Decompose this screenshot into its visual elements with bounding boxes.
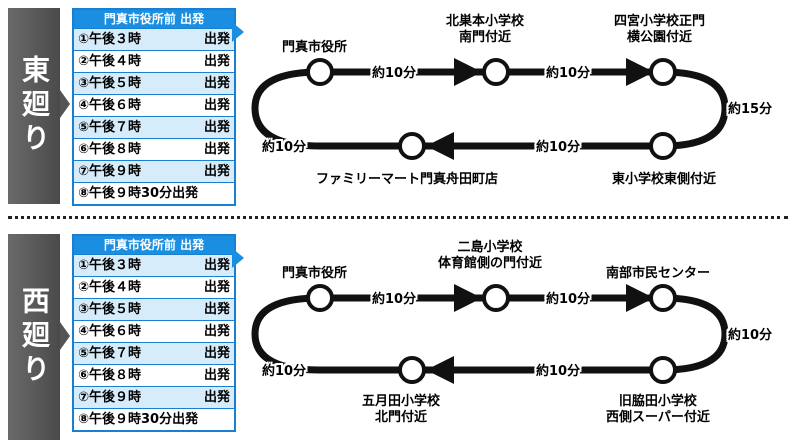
west-stop-5-dot xyxy=(398,356,426,384)
east-route-loop xyxy=(251,58,729,160)
departure-time: ③午後５時 xyxy=(78,76,142,91)
east-stop-4-dot xyxy=(649,132,677,160)
west-stop-2-dot xyxy=(482,284,510,312)
departure-suffix: 出発 xyxy=(203,142,230,157)
departure-time: ⑥午後８時 xyxy=(78,142,142,157)
west-tab-arrow xyxy=(60,322,70,350)
west-departure-row: ⑤午後７時 出発 xyxy=(74,342,234,364)
west-departure-row: ⑧午後９時30分出発 xyxy=(74,408,234,430)
east-stop-5-label: ファミリーマート門真舟田町店 xyxy=(316,172,499,187)
west-departure-row: ④午後６時 出発 xyxy=(74,320,234,342)
west-route-tab: 西廻り xyxy=(8,234,60,440)
west-departure-row: ②午後４時 出発 xyxy=(74,276,234,298)
east-schedule-pointer xyxy=(232,22,244,42)
east-departure-row: ⑦午後９時 出発 xyxy=(74,160,234,182)
departure-suffix: 出発 xyxy=(203,302,230,317)
departure-suffix: 出発 xyxy=(203,324,230,339)
departure-suffix: 出発 xyxy=(203,164,230,179)
departure-time: ⑥午後８時 xyxy=(78,368,142,383)
east-route-tab: 東廻り xyxy=(8,8,60,204)
east-time-4-5: 約10分 xyxy=(536,140,581,155)
east-stop-1-dot xyxy=(306,58,334,86)
departure-time: ④午後６時 xyxy=(78,98,142,113)
departure-suffix: 出発 xyxy=(203,120,230,135)
west-time-4-5: 約10分 xyxy=(536,364,581,379)
west-stop-3-label: 南部市民センター xyxy=(606,266,711,281)
east-departure-row: ⑥午後８時 出発 xyxy=(74,138,234,160)
east-time-5-1: 約10分 xyxy=(262,140,307,155)
west-stop-4-label: 旧脇田小学校西側スーパー付近 xyxy=(606,394,710,425)
west-departure-row: ⑥午後８時 出発 xyxy=(74,364,234,386)
east-stop-3-dot xyxy=(649,58,677,86)
west-stop-5-label: 五月田小学校北門付近 xyxy=(362,394,441,425)
east-tab-arrow xyxy=(60,90,70,118)
departure-suffix: 出発 xyxy=(203,346,230,361)
west-stop-3-dot xyxy=(649,284,677,312)
east-stop-1-label: 門真市役所 xyxy=(282,40,348,55)
east-stop-5-dot xyxy=(398,132,426,160)
west-time-2-3: 約10分 xyxy=(546,292,591,307)
east-departure-row: ⑧午後９時30分出発 xyxy=(74,182,234,204)
section-divider xyxy=(8,216,788,219)
east-stop-3-label: 四宮小学校正門横公園付近 xyxy=(614,14,706,45)
departure-time: ①午後３時 xyxy=(78,32,142,47)
departure-time: ②午後４時 xyxy=(78,54,142,69)
west-departure-row: ①午後３時 出発 xyxy=(74,254,234,276)
west-stop-2-label: 二島小学校体育館側の門付近 xyxy=(438,240,543,271)
east-departure-row: ⑤午後７時 出発 xyxy=(74,116,234,138)
departure-time: ①午後３時 xyxy=(78,258,142,273)
east-time-2-3: 約10分 xyxy=(546,66,591,81)
departure-time: ⑧午後９時30分出発 xyxy=(78,412,199,427)
east-departure-row: ③午後５時 出発 xyxy=(74,72,234,94)
departure-time: ②午後４時 xyxy=(78,280,142,295)
east-schedule-title: 門真市役所前 出発 xyxy=(74,10,234,28)
west-stop-1-dot xyxy=(306,284,334,312)
departure-time: ⑤午後７時 xyxy=(78,120,142,135)
departure-time: ⑦午後９時 xyxy=(78,390,142,405)
departure-suffix: 出発 xyxy=(203,54,230,69)
east-stop-4-label: 東小学校東側付近 xyxy=(612,172,717,187)
west-departure-row: ⑦午後９時 出発 xyxy=(74,386,234,408)
departure-suffix: 出発 xyxy=(203,76,230,91)
departure-suffix: 出発 xyxy=(203,280,230,295)
departure-time: ⑤午後７時 xyxy=(78,346,142,361)
west-schedule-pointer xyxy=(232,248,244,268)
departure-time: ⑦午後９時 xyxy=(78,164,142,179)
west-route-name: 西廻り xyxy=(18,286,51,388)
departure-suffix: 出発 xyxy=(203,98,230,113)
west-schedule-title: 門真市役所前 出発 xyxy=(74,236,234,254)
west-stop-1-label: 門真市役所 xyxy=(282,266,348,281)
east-departure-row: ②午後４時 出発 xyxy=(74,50,234,72)
departure-suffix: 出発 xyxy=(203,32,230,47)
departure-time: ③午後５時 xyxy=(78,302,142,317)
east-time-3-4: 約15分 xyxy=(728,102,773,117)
east-time-1-2: 約10分 xyxy=(372,66,417,81)
west-departure-row: ③午後５時 出発 xyxy=(74,298,234,320)
east-departure-row: ④午後６時 出発 xyxy=(74,94,234,116)
departure-suffix: 出発 xyxy=(203,258,230,273)
east-stop-2-label: 北巣本小学校南門付近 xyxy=(446,14,525,45)
west-time-1-2: 約10分 xyxy=(372,292,417,307)
departure-suffix: 出発 xyxy=(203,390,230,405)
east-route-name: 東廻り xyxy=(18,55,51,157)
east-stop-2-dot xyxy=(482,58,510,86)
departure-time: ⑧午後９時30分出発 xyxy=(78,186,199,201)
departure-suffix: 出発 xyxy=(203,368,230,383)
west-stop-4-dot xyxy=(649,356,677,384)
west-time-3-4: 約10分 xyxy=(728,328,773,343)
west-time-5-1: 約10分 xyxy=(262,364,307,379)
departure-time: ④午後６時 xyxy=(78,324,142,339)
west-route-loop xyxy=(251,284,729,384)
east-departure-row: ①午後３時 出発 xyxy=(74,28,234,50)
